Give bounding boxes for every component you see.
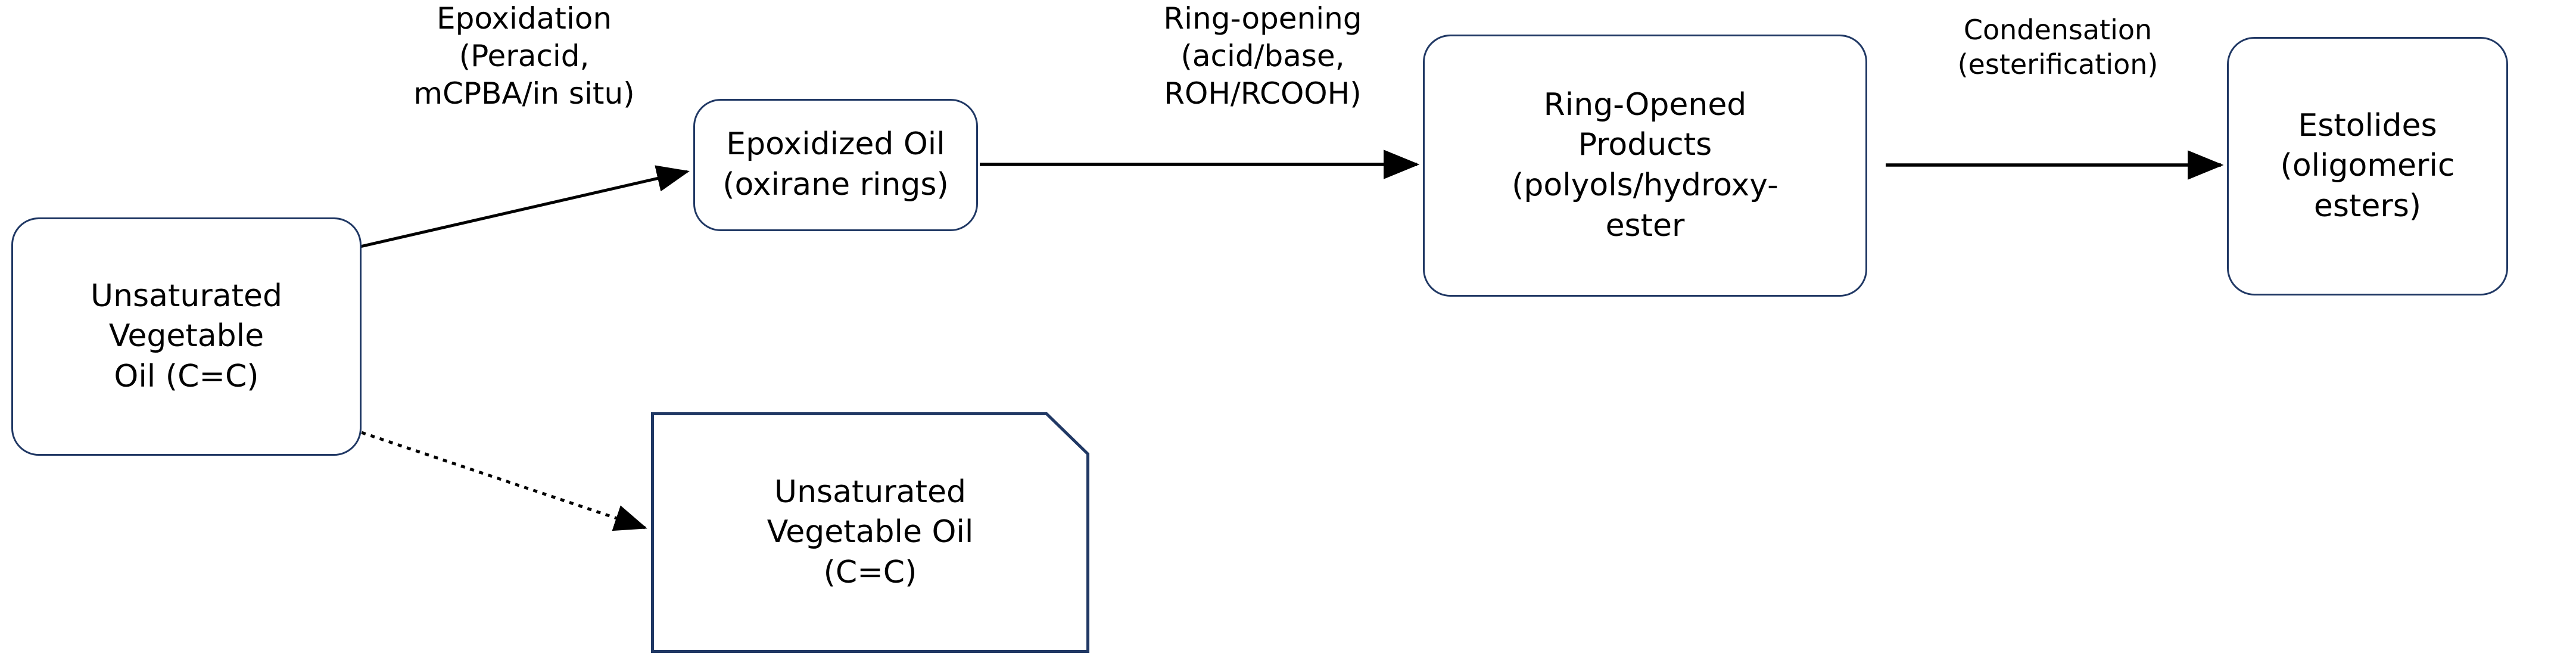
edge-epoxidation [354,165,690,250]
edge-bypass [352,428,647,531]
node-estolides[interactable]: Estolides (oligomeric esters) [2227,37,2508,295]
node-label: Unsaturated Vegetable Oil (C=C) [767,474,974,590]
document-shape-icon [651,412,1089,653]
edge-label-epoxidation: Epoxidation (Peracid, mCPBA/in situ) [413,1,635,111]
node-label: Ring-Opened Products (polyols/hydroxy- e… [1512,86,1778,244]
edge-label-condensation: Condensation (esterification) [1957,14,2158,80]
node-epoxidized-oil[interactable]: Epoxidized Oil (oxirane rings) [693,99,978,231]
node-label: Unsaturated Vegetable Oil (C=C) [91,278,282,394]
node-ring-opened-products[interactable]: Ring-Opened Products (polyols/hydroxy- e… [1423,35,1867,297]
node-unsaturated-vegetable-oil-document[interactable]: Unsaturated Vegetable Oil (C=C) [651,412,1089,653]
node-unsaturated-vegetable-oil-feedstock[interactable]: Unsaturated Vegetable Oil (C=C) [11,217,362,456]
node-label: Epoxidized Oil (oxirane rings) [722,126,949,203]
node-label: Estolides (oligomeric esters) [2280,107,2455,224]
edge-label-ring-opening: Ring-opening (acid/base, ROH/RCOOH) [1163,1,1362,111]
